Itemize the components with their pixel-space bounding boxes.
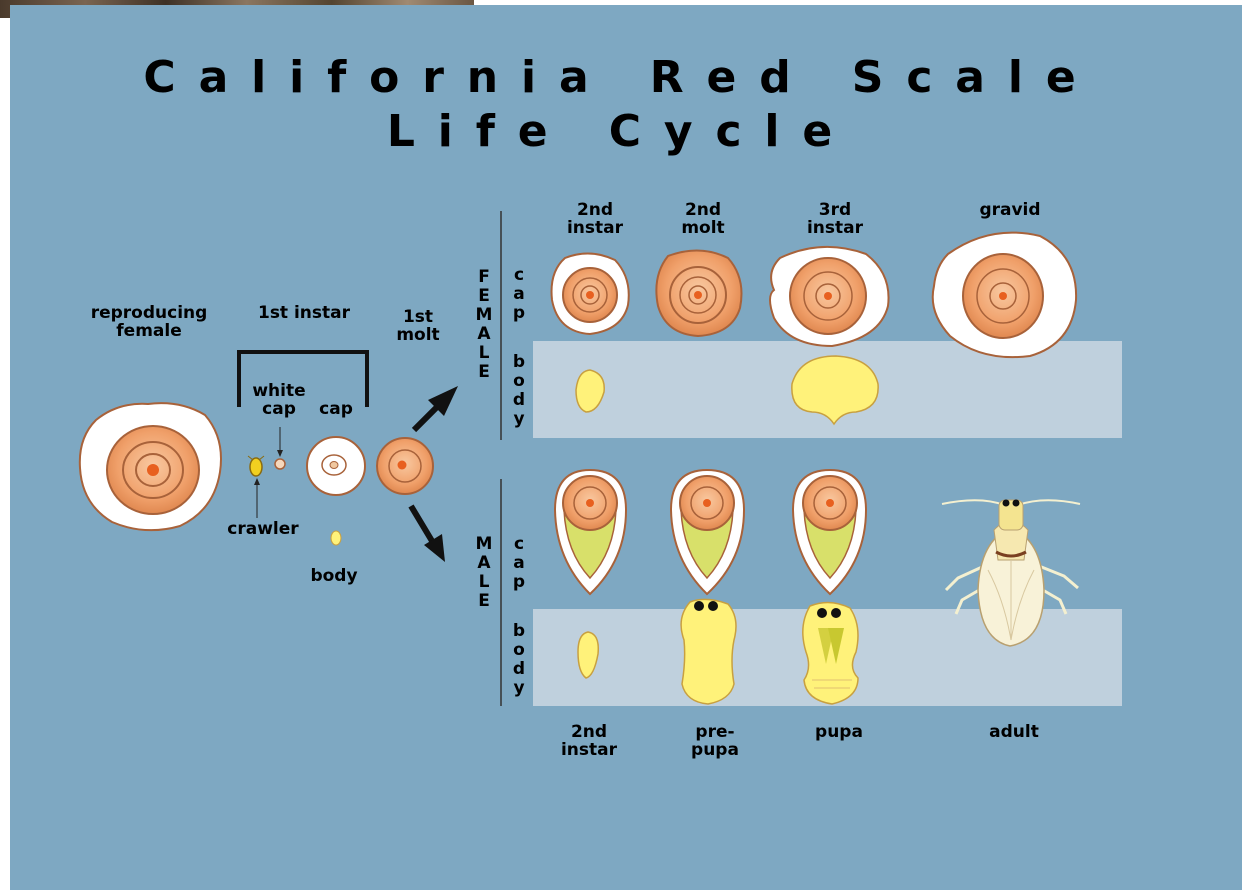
female-stage-gravid: gravid [960, 201, 1060, 219]
male-cap-row-label: cap [509, 535, 529, 592]
diagram-title-line-2: Life Cycle [0, 106, 1242, 157]
male-pupa-cap [793, 470, 866, 594]
male-body-row-label: body [509, 622, 529, 698]
crawler-label: crawler [218, 520, 308, 538]
female-3rd-instar-cap [770, 247, 889, 346]
female-cap-row-label: cap [509, 266, 529, 323]
first-molt-label: 1st molt [388, 308, 448, 344]
first-molt-illustration [377, 438, 433, 494]
cap-label: cap [312, 400, 360, 418]
male-stage-adult: adult [964, 723, 1064, 741]
crawler-illustration [248, 456, 264, 476]
female-stage-2nd-instar: 2nd instar [550, 201, 640, 237]
male-stage-2nd-instar: 2nd instar [544, 723, 634, 759]
female-2nd-molt-cap [656, 250, 741, 336]
first-instar-label: 1st instar [244, 304, 364, 322]
female-body-row-label: body [509, 353, 529, 429]
female-sex-label: FEMALE [474, 268, 494, 382]
diagram-title-line-1: California Red Scale [0, 52, 1242, 103]
female-stage-2nd-molt: 2nd molt [658, 201, 748, 237]
white-cap-illustration [275, 459, 285, 469]
arrow-to-male [411, 506, 445, 562]
female-2nd-instar-cap [552, 253, 629, 334]
reproducing-female-scale [80, 403, 221, 530]
crawler-pointer-head [254, 478, 260, 485]
white-cap-pointer-head [277, 450, 283, 457]
male-pre-pupa-body [681, 599, 736, 704]
first-instar-body-illustration [331, 531, 341, 545]
male-stage-pre-pupa: pre- pupa [670, 723, 760, 759]
male-pupa-body [803, 602, 858, 704]
male-pre-pupa-cap [671, 470, 744, 594]
reproducing-female-label: reproducing female [74, 304, 224, 340]
body-label: body [302, 567, 366, 585]
male-sex-label: MALE [474, 535, 494, 611]
male-stage-pupa: pupa [794, 723, 884, 741]
white-cap-label: white cap [244, 382, 314, 418]
gravid-female-cap [933, 233, 1076, 358]
male-2nd-instar-cap [555, 470, 626, 594]
first-instar-cap-illustration [307, 437, 365, 495]
arrow-to-female [414, 386, 458, 430]
female-stage-3rd-instar: 3rd instar [790, 201, 880, 237]
